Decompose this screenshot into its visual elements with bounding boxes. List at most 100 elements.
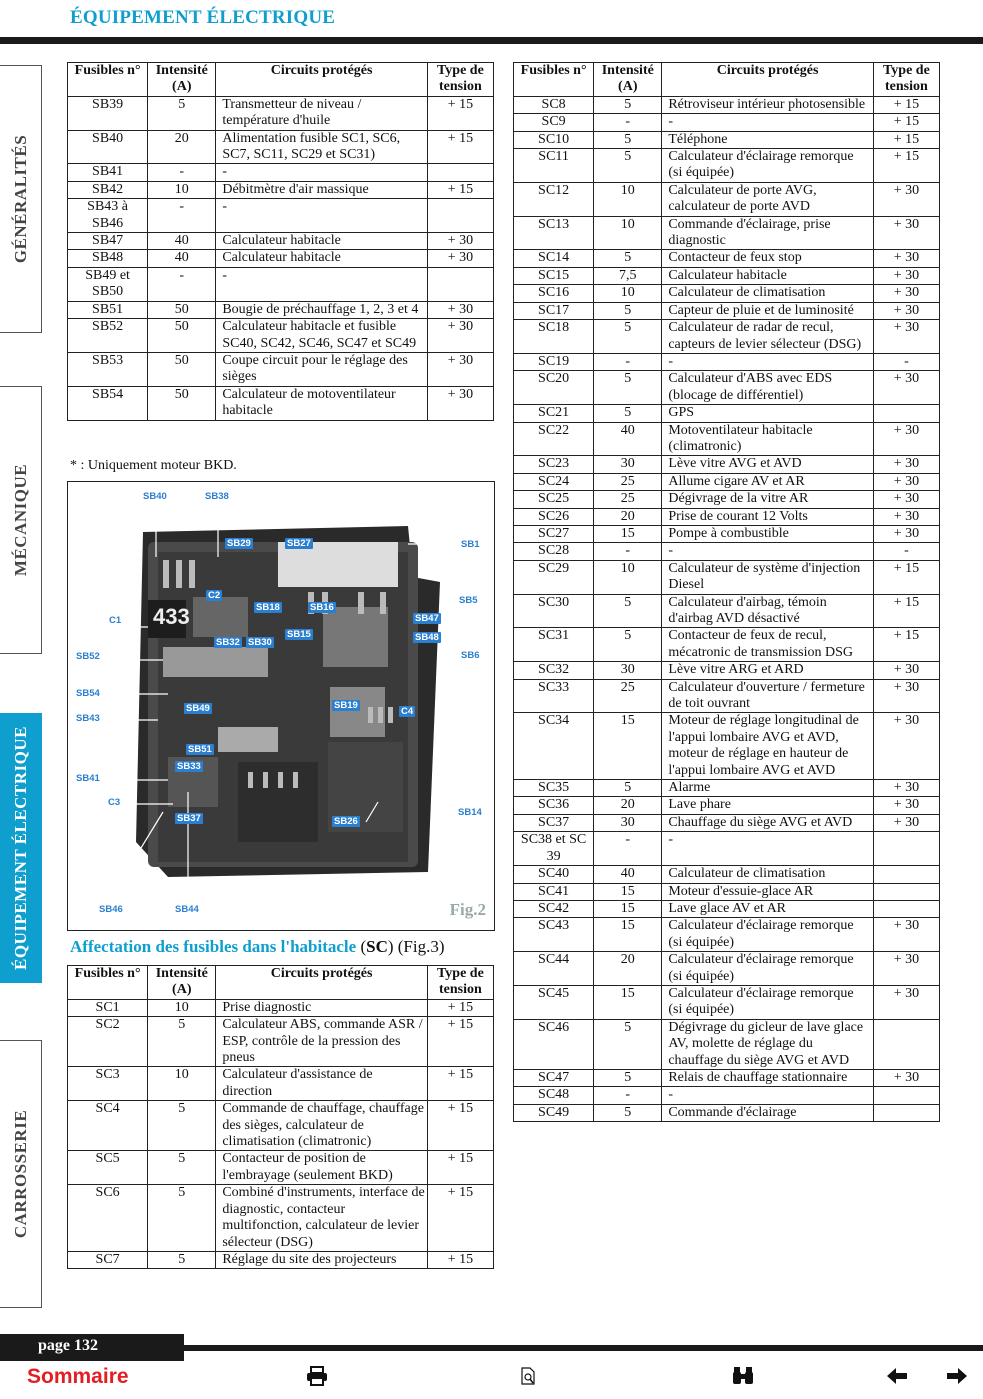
callout-sb47: SB47 [413,613,441,624]
voltage-type: + 30 [426,232,495,250]
voltage-type: + 30 [426,351,495,387]
voltage-type: + 15 [426,1150,495,1185]
fuse-number: SB47 [66,232,149,250]
voltage-type: + 30 [872,472,941,491]
protected-circuit: Calculateur de climatisation [661,865,874,883]
protected-circuit: Commande d'éclairage [661,1103,874,1122]
tab-generalites[interactable]: GÉNÉRALITÉS [0,65,42,333]
amperage: 10 [593,559,663,595]
column-header: Intensité (A) [147,965,217,1000]
fuse-number: SB49 et SB50 [66,266,149,302]
fuse-number: SC15 [512,266,595,285]
amperage: 15 [593,917,663,952]
voltage-type: + 30 [872,284,941,303]
protected-circuit: Calculateur de système d'injection Diese… [661,559,874,595]
amperage: 5 [593,95,663,114]
protected-circuit: Calculateur d'éclairage remorque (si équ… [661,951,874,986]
voltage-type: + 30 [872,917,941,952]
table-row: SB43 à SB46-- [66,198,495,233]
tab-equipement-electrique[interactable]: ÉQUIPEMENT ÉLECTRIQUE [0,713,42,983]
amperage: 5 [147,1100,217,1151]
callout-sb43: SB43 [76,713,100,724]
callout-sb1: SB1 [461,539,480,550]
fuse-number: SC2 [66,1016,149,1067]
page-number: page 132 [0,1334,184,1361]
fuse-box-illustration: 433 [68,482,494,930]
protected-circuit: Réglage du site des projecteurs [215,1250,428,1269]
table-row: SC38 et SC 39-- [512,831,941,866]
voltage-type [872,899,941,918]
amperage: 5 [593,627,663,662]
fuse-number: SC13 [512,215,595,250]
fuse-number: SC4 [66,1100,149,1151]
voltage-type: + 15 [426,180,495,199]
arrow-left-icon[interactable] [886,1366,908,1392]
amperage: 5 [593,404,663,423]
fuse-number: SC19 [512,352,595,371]
protected-circuit: Coupe circuit pour le réglage des sièges [215,351,428,387]
callout-c2: C2 [206,590,223,601]
amperage: 30 [593,813,663,832]
voltage-type [872,1086,941,1105]
voltage-type: + 30 [872,319,941,354]
amperage: - [593,542,663,561]
fuse-number: SC29 [512,559,595,595]
search-document-icon[interactable] [520,1366,538,1392]
callout-sb27: SB27 [285,538,313,549]
fuse-number: SC18 [512,319,595,354]
fuse-number: SB41 [66,163,149,182]
callout-sb33: SB33 [175,761,203,772]
fuse-number: SC41 [512,882,595,901]
voltage-type: + 30 [426,300,495,319]
voltage-type: + 15 [872,559,941,595]
column-header: Intensité (A) [147,62,217,97]
amperage: - [147,266,217,302]
voltage-type: + 30 [872,301,941,320]
amperage: 5 [147,1016,217,1067]
column-header: Fusibles n° [66,965,149,1000]
callout-sb16: SB16 [308,602,336,613]
section-ref: (Fig.3) [397,937,445,956]
voltage-type: + 30 [872,779,941,797]
protected-circuit: Alimentation fusible SC1, SC6, SC7, SC11… [215,129,428,164]
tab-mecanique[interactable]: MÉCANIQUE [0,386,42,654]
callout-sb37: SB37 [175,813,203,824]
protected-circuit: Calculateur de motoventilateur habitacle [215,385,428,421]
binoculars-icon[interactable] [731,1366,755,1392]
fuse-number: SC38 et SC 39 [512,831,595,866]
amperage: 15 [593,984,663,1020]
protected-circuit: - [661,113,874,132]
fuse-number: SB53 [66,351,149,387]
callout-sb46: SB46 [99,904,123,915]
fuse-number: SC7 [66,1250,149,1269]
protected-circuit: Calculateur d'éclairage remorque (si équ… [661,148,874,183]
voltage-type: + 15 [426,998,495,1017]
amperage: 5 [593,1068,663,1087]
fuse-number: SC48 [512,1086,595,1105]
fuse-box-figure: 433 SB40 SB38 SB29 SB27 SB1 C2 SB5 C1 SB… [67,481,495,931]
tab-carrosserie[interactable]: CARROSSERIE [0,1040,42,1308]
fuse-number: SC12 [512,181,595,217]
fuse-number: SC45 [512,984,595,1020]
protected-circuit: - [215,266,428,302]
protected-circuit: - [661,831,874,866]
arrow-right-icon[interactable] [946,1366,968,1392]
amperage: 15 [593,524,663,543]
printer-icon[interactable] [306,1366,328,1392]
sommaire-link[interactable]: Sommaire [27,1365,129,1388]
section-header: ÉQUIPEMENT ÉLECTRIQUE [70,7,336,28]
